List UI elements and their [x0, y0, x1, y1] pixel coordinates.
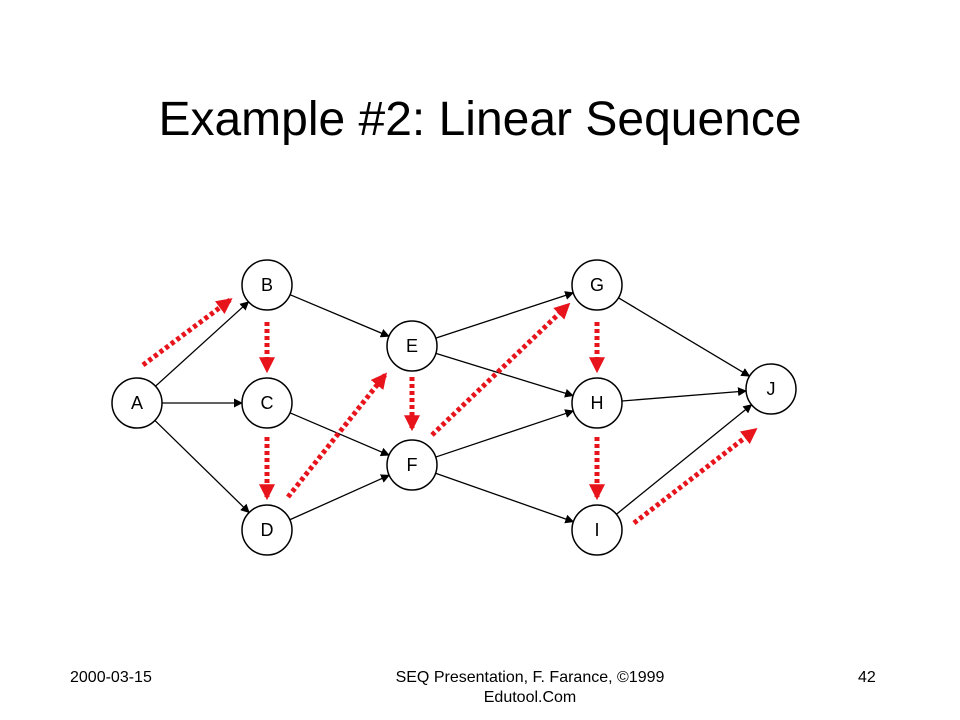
node-circle [571, 377, 623, 429]
node-f: F [386, 439, 438, 491]
footer-page-number: 42 [858, 669, 876, 686]
node-circle [241, 504, 293, 556]
node-circle [241, 259, 293, 311]
node-j: J [745, 363, 797, 415]
node-label: H [591, 393, 604, 413]
sequence-arrow-i-to-j [632, 428, 758, 525]
node-a: A [111, 377, 163, 429]
edge-g-to-j [618, 297, 751, 377]
node-label: D [261, 520, 274, 540]
sequence-arrow-f-to-g [430, 302, 571, 437]
footer-credits-line2: Edutool.Com [483, 689, 577, 706]
node-d: D [241, 504, 293, 556]
node-label: I [594, 520, 599, 540]
node-h: H [571, 377, 623, 429]
footer-date: 2000-03-15 [70, 669, 152, 686]
node-e: E [386, 320, 438, 372]
edges-layer [154, 291, 753, 524]
nodes-layer: A B C D E F G H I J [111, 259, 797, 556]
sequence-arrow-a-to-b [141, 297, 233, 368]
edge-c-to-f [289, 412, 390, 457]
edge-a-to-d [154, 420, 250, 514]
node-c: C [241, 377, 293, 429]
edge-e-to-h [435, 352, 574, 398]
node-circle [386, 439, 438, 491]
node-circle [745, 363, 797, 415]
edge-h-to-j [621, 387, 747, 402]
node-label: J [767, 379, 776, 399]
edge-f-to-i [435, 472, 575, 524]
node-circle [571, 259, 623, 311]
slide-title: Example #2: Linear Sequence [158, 93, 802, 146]
footer-credits-line1: SEQ Presentation, F. Farance, ©1999 [395, 669, 665, 686]
node-label: C [261, 393, 274, 413]
edge-e-to-g [435, 291, 575, 339]
edge-b-to-e [289, 294, 390, 338]
node-label: F [407, 455, 418, 475]
node-circle [571, 504, 623, 556]
node-label: B [261, 275, 273, 295]
footer-credits: SEQ Presentation, F. Farance, ©1999 Edut… [330, 668, 730, 708]
edge-i-to-j [616, 404, 753, 515]
node-circle [386, 320, 438, 372]
node-i: I [571, 504, 623, 556]
node-label: G [590, 275, 604, 295]
node-circle [241, 377, 293, 429]
node-label: A [131, 393, 143, 413]
edge-f-to-h [435, 409, 575, 458]
edge-a-to-b [155, 301, 250, 387]
node-g: G [571, 259, 623, 311]
edge-d-to-f [289, 474, 391, 521]
sequence-arrows-layer [141, 297, 758, 525]
sequence-arrow-d-to-e [286, 372, 387, 499]
node-circle [111, 377, 163, 429]
node-b: B [241, 259, 293, 311]
node-label: E [406, 336, 418, 356]
